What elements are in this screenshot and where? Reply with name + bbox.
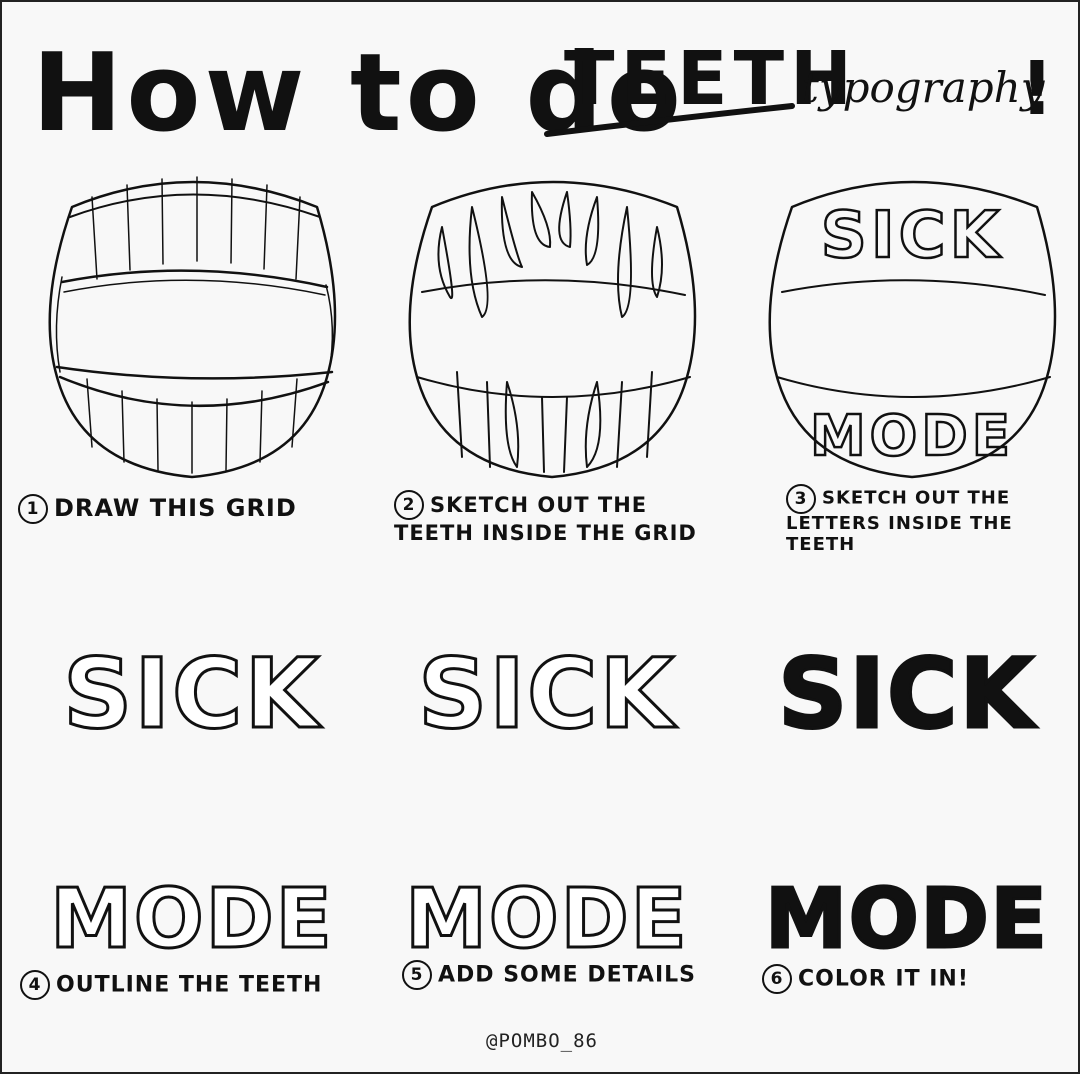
step-4-number: 4 [20, 970, 50, 1000]
panel-details: SICK MODE [397, 617, 697, 958]
sketch-lower-word: MODE [810, 404, 1014, 469]
panel-outline: SICK MODE [42, 617, 342, 958]
panel-grid [42, 167, 342, 487]
step-5-text: ADD SOME DETAILS [438, 962, 696, 988]
teeth-sketch-drawing [408, 180, 697, 479]
title: How to do TEETH typography ! [32, 31, 1054, 156]
colored-lettering: SICK MODE [764, 637, 1048, 958]
outline-lettering: SICK MODE [49, 637, 333, 958]
step-4-text: OUTLINE THE TEETH [56, 972, 323, 998]
details-lower-word: MODE [405, 872, 688, 957]
step-1-text: DRAW THIS GRID [54, 494, 297, 523]
outline-lower-word: MODE [50, 872, 333, 957]
sketch-upper-word: SICK [821, 199, 1003, 273]
panel-letters-sketch: SICK MODE [762, 167, 1062, 487]
title-teeth: TEETH [564, 36, 858, 122]
title-typography: typography [802, 63, 1046, 112]
artist-credit: @POMBO_86 [486, 1030, 598, 1052]
mouth-grid-drawing [48, 176, 337, 479]
step-1-number: 1 [18, 494, 48, 524]
colored-lower-word: MODE [765, 872, 1048, 957]
letters-sketch-drawing: SICK MODE [768, 180, 1057, 479]
panel-teeth-sketch [402, 167, 702, 487]
details-upper-word: SICK [418, 638, 677, 750]
details-lettering: SICK MODE [404, 637, 688, 958]
step-6-number: 6 [762, 964, 792, 994]
step-3-number: 3 [786, 484, 816, 514]
colored-upper-word: SICK [778, 638, 1037, 750]
step-5-number: 5 [402, 960, 432, 990]
step-2-number: 2 [394, 490, 424, 520]
title-exclamation: ! [1020, 46, 1054, 132]
panel-colored: SICK MODE [757, 617, 1057, 958]
title-how-to-do: How to do [32, 31, 685, 156]
step-3-text: SKETCH OUT THE LETTERS INSIDE THE TEETH [786, 487, 1013, 556]
title-underline [544, 103, 795, 137]
step-2-text: SKETCH OUT THE TEETH INSIDE THE GRID [394, 492, 697, 545]
outline-upper-word: SICK [63, 638, 322, 750]
step-6-text: COLOR IT IN! [798, 966, 969, 992]
